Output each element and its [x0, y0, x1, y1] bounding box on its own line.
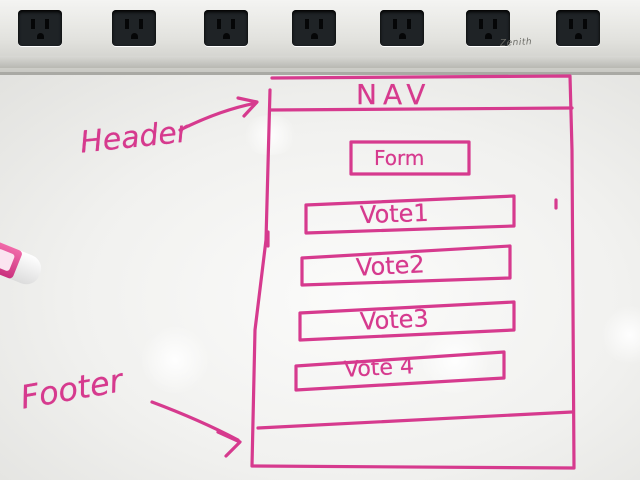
- power-outlet-icon: [466, 10, 510, 46]
- vote-2-label: Vote2: [355, 250, 426, 282]
- vote-box-outline: [294, 350, 506, 392]
- form-button-label: Form: [374, 146, 425, 170]
- power-outlet-icon: [292, 10, 336, 46]
- power-strip-edge: [0, 56, 640, 68]
- power-outlet-icon: [556, 10, 600, 46]
- vote-box-outline: [298, 300, 516, 342]
- power-outlet-icon: [380, 10, 424, 46]
- footer-divider: [256, 410, 574, 430]
- power-outlet-icon: [204, 10, 248, 46]
- power-outlet-icon: [112, 10, 156, 46]
- form-button-outline: [349, 140, 471, 176]
- power-outlet-icon: [18, 10, 62, 46]
- light-glare: [140, 325, 210, 395]
- wireframe-outline: [250, 74, 576, 470]
- arrow-icon: [236, 96, 259, 118]
- arrow-icon: [178, 101, 258, 132]
- vote-box-outline: [304, 194, 516, 235]
- vote-1-label: Vote1: [359, 198, 430, 230]
- vote-box-outline: [300, 244, 512, 287]
- light-glare: [600, 305, 640, 365]
- arrow-icon: [216, 430, 242, 458]
- power-strip: Zenith: [0, 0, 640, 75]
- vote-4-label: Vote 4: [343, 354, 415, 383]
- vote-3-label: Vote3: [359, 304, 430, 336]
- nav-label: NAV: [356, 78, 432, 111]
- nav-divider: [268, 106, 574, 112]
